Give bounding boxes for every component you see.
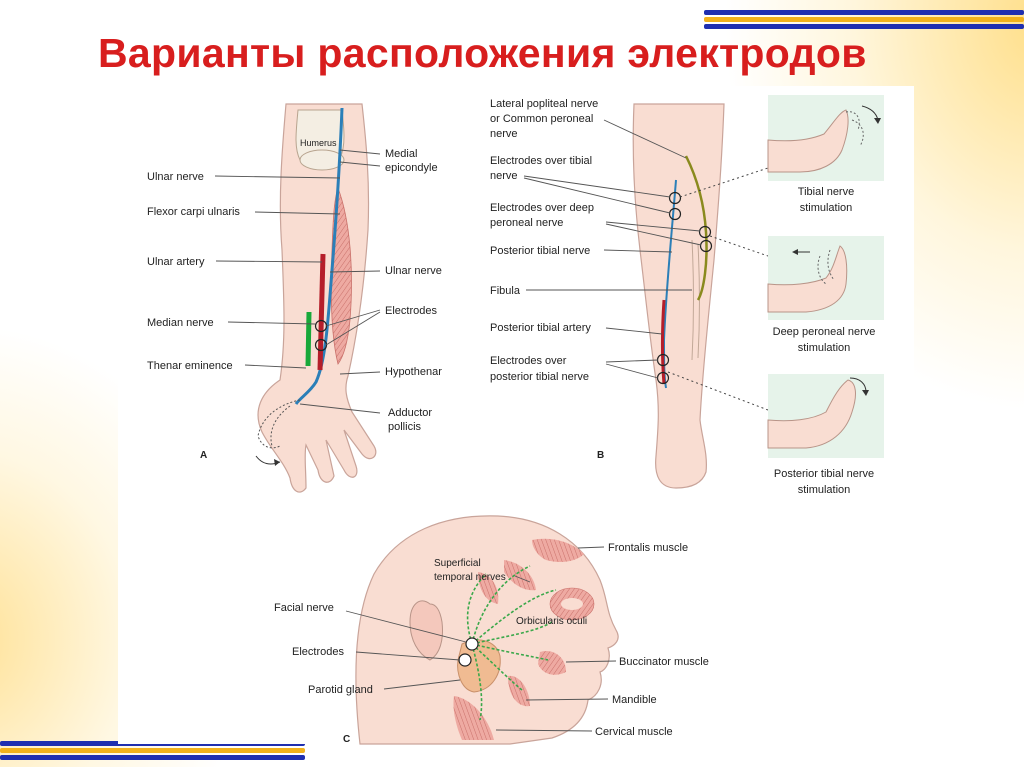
label-orbicularis: Orbicularis oculi: [516, 616, 587, 627]
label-frontalis: Frontalis muscle: [608, 542, 688, 554]
label-electrodes-deep-1: Electrodes over deep: [490, 202, 594, 214]
inset-deep-peroneal-stimulation: Deep peroneal nerve stimulation: [767, 236, 884, 354]
label-hypothenar: Hypothenar: [385, 366, 442, 378]
panel-c-letter: C: [343, 734, 350, 745]
label-buccinator: Buccinator muscle: [619, 656, 709, 668]
label-medial-epicondyle-1: Medial: [385, 148, 417, 160]
label-adductor-pollicis-1: Adductor: [388, 407, 432, 419]
label-electrodes-posterior-2: posterior tibial nerve: [490, 371, 589, 383]
panel-b-leg: Lateral popliteal nerve or Common perone…: [490, 95, 884, 496]
label-medial-epicondyle-2: epicondyle: [385, 162, 438, 174]
inset-2-line2: stimulation: [798, 342, 851, 354]
inset-1-line2: stimulation: [800, 202, 853, 214]
label-facial-nerve: Facial nerve: [274, 602, 334, 614]
label-mandible: Mandible: [612, 694, 657, 706]
label-adductor-pollicis-2: pollicis: [388, 421, 422, 433]
slide-title: Варианты расположения электродов: [98, 30, 867, 76]
label-posterior-tibial-artery: Posterior tibial artery: [490, 322, 591, 334]
label-ulnar-artery: Ulnar artery: [147, 256, 205, 268]
label-electrodes-tibial-1: Electrodes over tibial: [490, 155, 592, 167]
inset-posterior-tibial-stimulation: Posterior tibial nerve stimulation: [767, 374, 884, 496]
label-cervical: Cervical muscle: [595, 726, 673, 738]
label-lateral-popliteal-2: or Common peroneal: [490, 113, 593, 125]
label-electrodes-a: Electrodes: [385, 305, 437, 317]
top-stripe-blue-2: [704, 24, 1024, 29]
top-stripe-blue-1: [704, 10, 1024, 15]
top-stripe-gold: [704, 17, 1024, 22]
label-lateral-popliteal-1: Lateral popliteal nerve: [490, 98, 598, 110]
inset-1-line1: Tibial nerve: [798, 186, 854, 198]
label-thenar-eminence: Thenar eminence: [147, 360, 233, 372]
inset-2-line1: Deep peroneal nerve: [773, 326, 876, 338]
inset-3-line1: Posterior tibial nerve: [774, 468, 874, 480]
panel-c-face: Superficial temporal nerves Frontalis mu…: [274, 515, 709, 745]
label-electrodes-posterior-1: Electrodes over: [490, 355, 567, 367]
inset-tibial-stimulation: Tibial nerve stimulation: [767, 95, 884, 214]
panel-b-letter: B: [597, 450, 604, 461]
label-superficial-1: Superficial: [434, 558, 481, 569]
panel-a-letter: A: [200, 450, 207, 461]
label-median-nerve: Median nerve: [147, 317, 214, 329]
label-parotid: Parotid gland: [308, 684, 373, 696]
label-fibula: Fibula: [490, 285, 521, 297]
panel-a-arm: Humerus Medial epicondyle Ulnar nerve Fl…: [147, 103, 442, 493]
label-electrodes-c: Electrodes: [292, 646, 344, 658]
label-ulnar-nerve-left: Ulnar nerve: [147, 171, 204, 183]
label-flexor-carpi-ulnaris: Flexor carpi ulnaris: [147, 206, 240, 218]
label-electrodes-tibial-2: nerve: [490, 170, 518, 182]
label-humerus: Humerus: [300, 138, 337, 148]
label-posterior-tibial-nerve: Posterior tibial nerve: [490, 245, 590, 257]
label-superficial-2: temporal nerves: [434, 572, 506, 583]
bottom-stripe-gold: [0, 748, 305, 753]
inset-3-line2: stimulation: [798, 484, 851, 496]
label-ulnar-nerve-right: Ulnar nerve: [385, 265, 442, 277]
bottom-stripe-blue-2: [0, 755, 305, 760]
label-lateral-popliteal-3: nerve: [490, 128, 518, 140]
label-electrodes-deep-2: peroneal nerve: [490, 217, 563, 229]
